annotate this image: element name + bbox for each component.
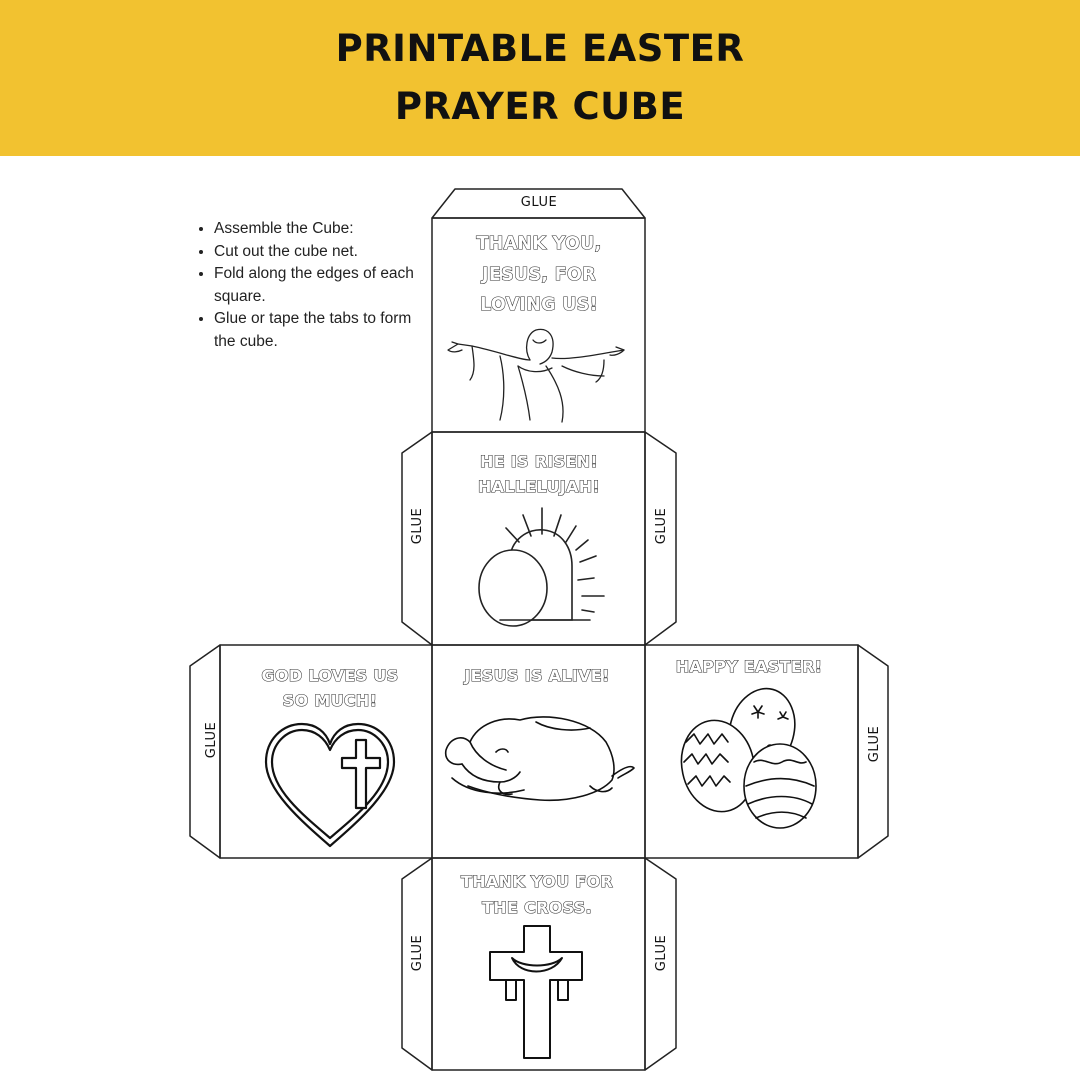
cross-icon	[489, 925, 583, 1059]
title-line-1: PRINTABLE EASTER	[335, 27, 745, 70]
easter-eggs-icon	[680, 687, 817, 829]
glue-label: GLUE	[521, 195, 557, 210]
glue-label: GLUE	[654, 508, 669, 544]
instruction-item: Glue or tape the tabs to form the cube.	[214, 308, 424, 353]
instruction-item: Fold along the edges of each square.	[214, 263, 424, 308]
glue-label: GLUE	[410, 508, 425, 544]
face-right-line-1: HAPPY EASTER!	[676, 657, 823, 676]
heart-cross-icon	[264, 722, 396, 848]
face-upper-line-1: HE IS RISEN!	[480, 452, 598, 471]
face-bottom	[431, 857, 646, 1071]
glue-label: GLUE	[867, 726, 882, 762]
face-left-line-2: SO MUCH!	[283, 691, 377, 710]
face-top-line-3: LOVING US!	[480, 295, 598, 315]
face-center-line-1: JESUS IS ALIVE!	[463, 666, 609, 685]
instruction-item: Assemble the Cube:	[214, 218, 424, 241]
face-upper-line-2: HALLELUJAH!	[478, 477, 600, 496]
title-line-2: PRAYER CUBE	[394, 85, 686, 128]
glue-label: GLUE	[410, 935, 425, 971]
face-bottom-line-2: THE CROSS.	[482, 898, 592, 917]
face-left-line-1: GOD LOVES US	[262, 666, 399, 685]
face-right	[644, 644, 859, 859]
face-top-line-1: THANK YOU,	[476, 234, 601, 254]
lamb-icon	[444, 716, 635, 802]
jesus-open-arms-icon	[447, 328, 625, 423]
face-top-line-2: JESUS, FOR	[481, 265, 596, 285]
glue-label: GLUE	[654, 935, 669, 971]
empty-tomb-icon	[478, 507, 605, 627]
glue-label: GLUE	[204, 722, 219, 758]
face-bottom-line-1: THANK YOU FOR	[461, 872, 613, 891]
instruction-item: Cut out the cube net.	[214, 241, 424, 264]
title-banner: PRINTABLE EASTER PRAYER CUBE	[0, 0, 1080, 156]
instructions-list: Assemble the Cube: Cut out the cube net.…	[196, 218, 424, 354]
